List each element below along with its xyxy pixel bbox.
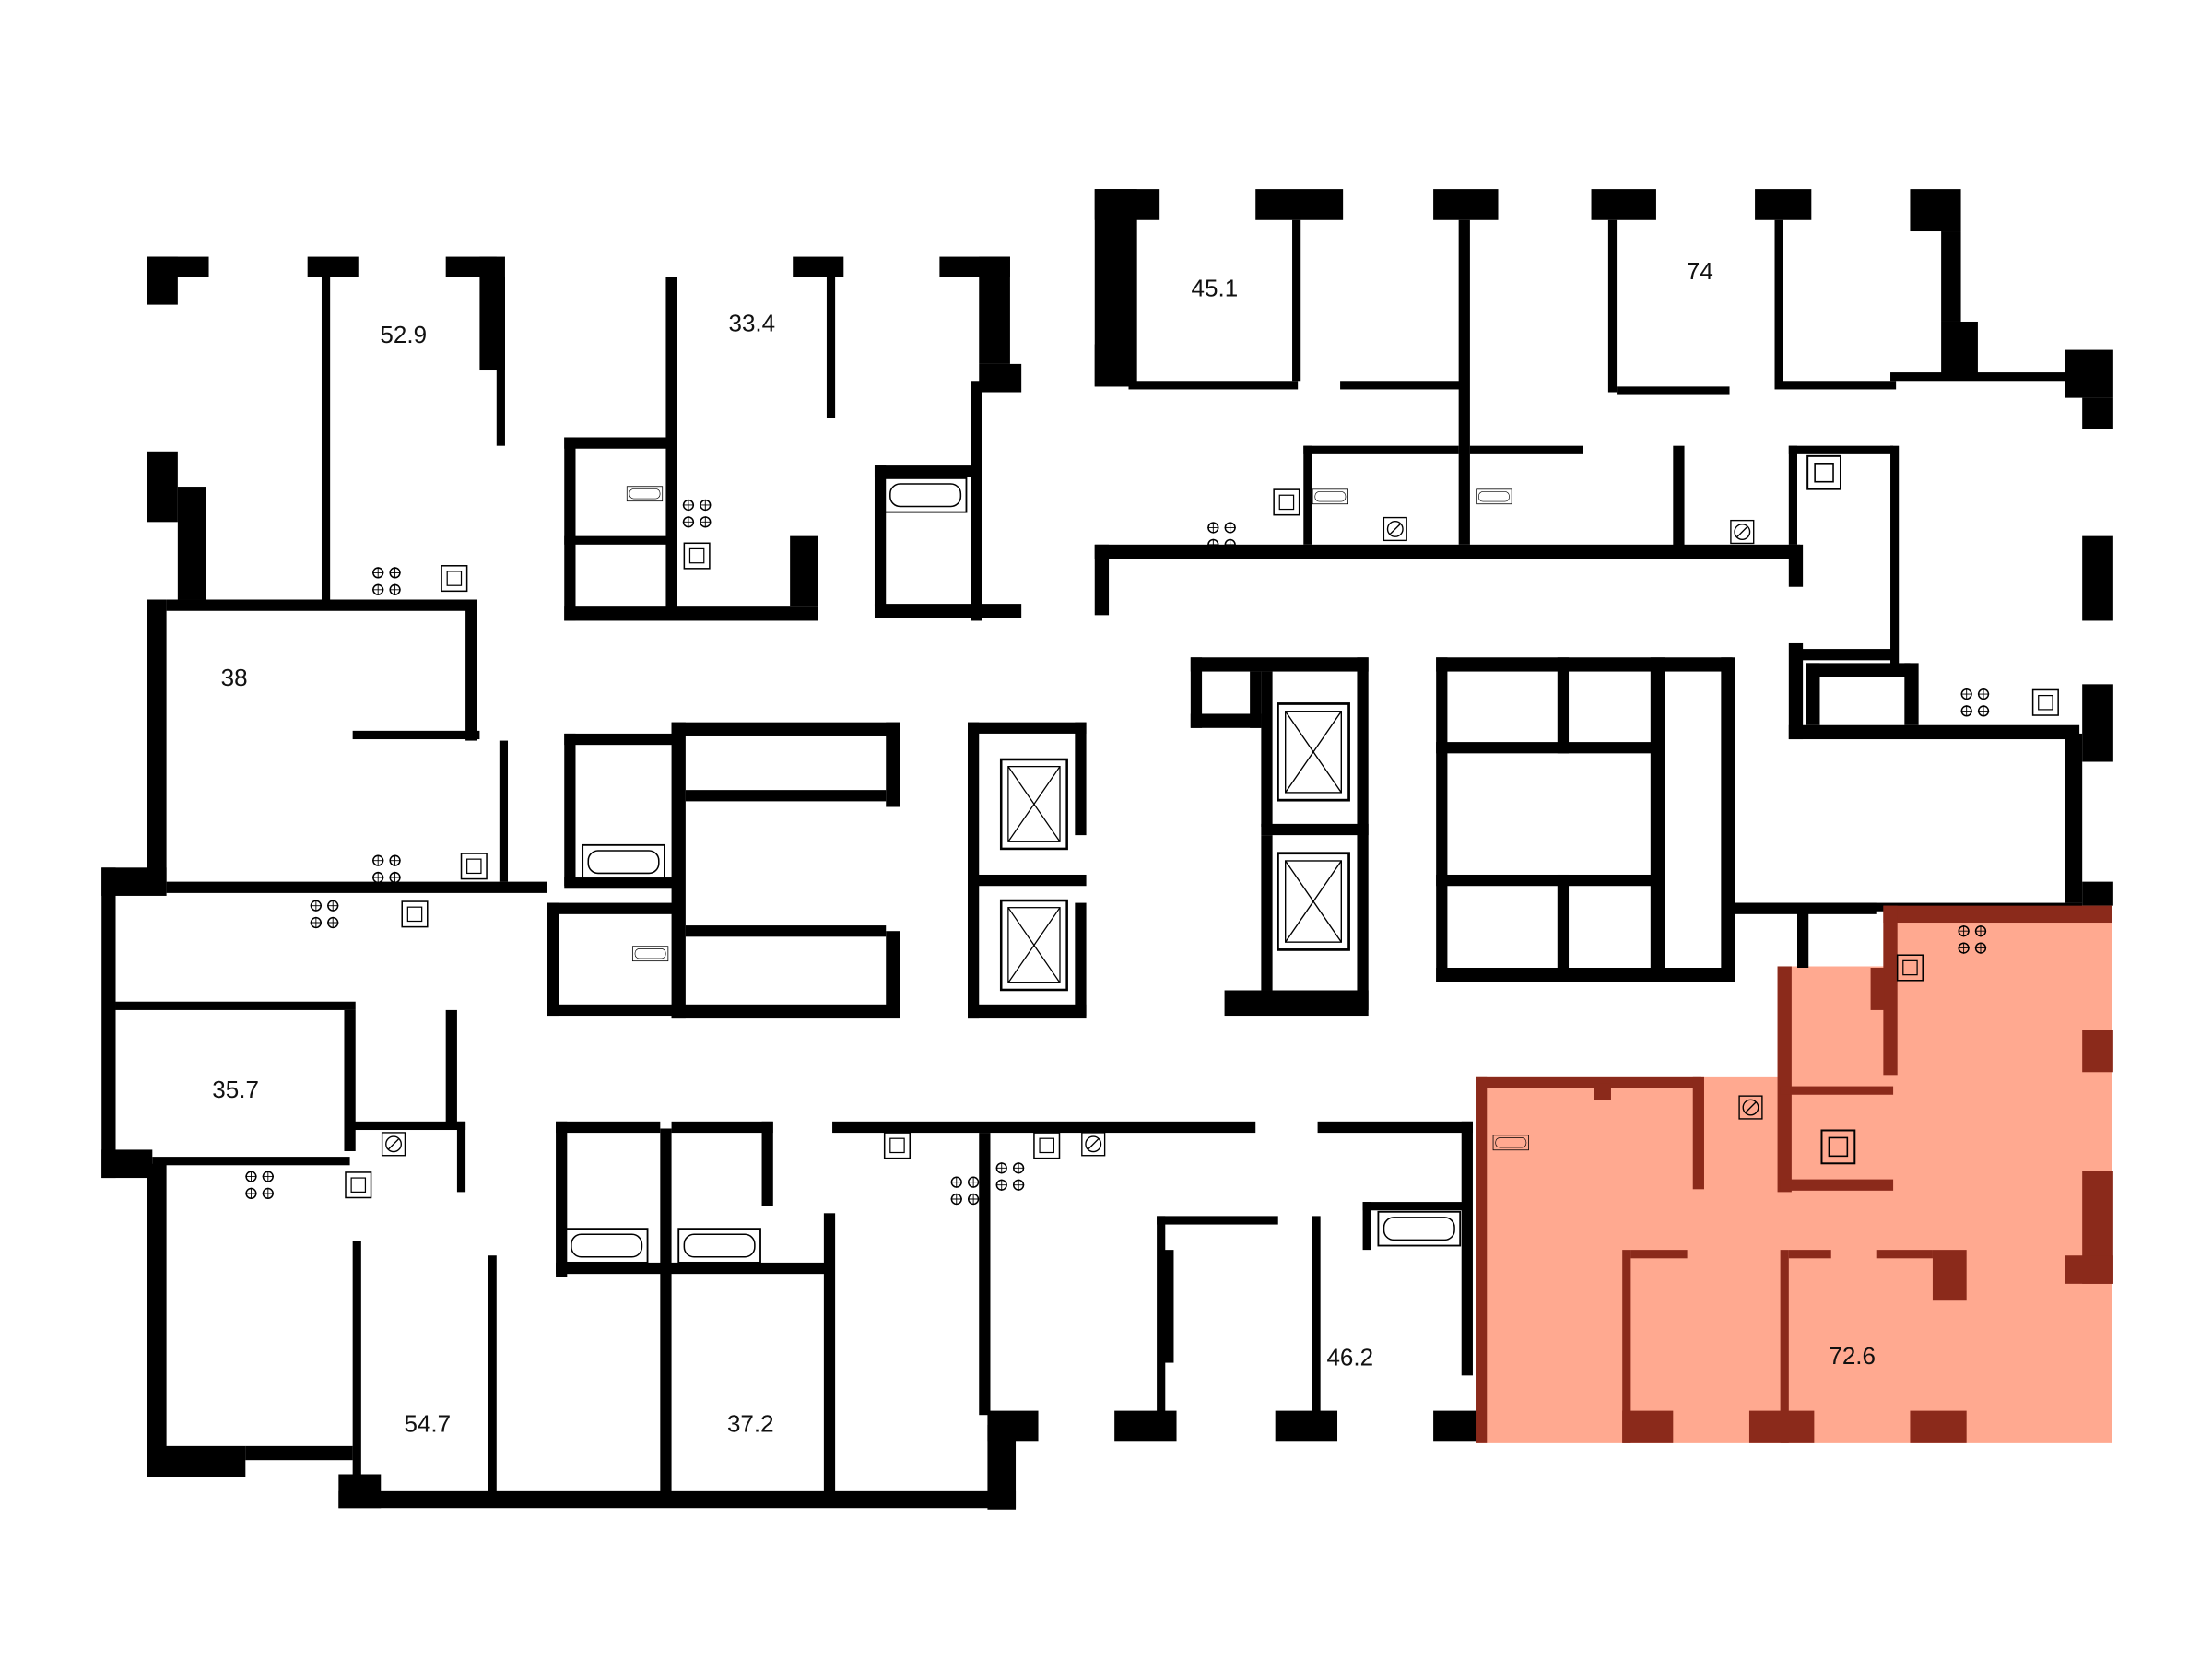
apartment-area-label: 74 — [1687, 257, 1713, 285]
apartment-area-label: 45.1 — [1192, 274, 1239, 301]
apartment-area-label: 54.7 — [404, 1410, 451, 1438]
apartment-area-label: 52.9 — [380, 321, 427, 348]
apartment-area-label: 37.2 — [727, 1410, 774, 1438]
apartment-area-label: 46.2 — [1326, 1344, 1373, 1371]
walls — [101, 189, 2113, 1510]
apartment-area-label: 35.7 — [212, 1076, 259, 1103]
apartment-area-label: 72.6 — [1829, 1342, 1876, 1370]
apartment-area-label: 33.4 — [728, 310, 775, 337]
highlighted-walls — [1476, 905, 2113, 1443]
highlighted-apartment-72-6[interactable] — [1476, 905, 2112, 1443]
apartment-area-label: 38 — [221, 664, 248, 691]
area-labels: 52.9 33.4 45.1 74 38 35.7 54.7 37.2 46.2… — [212, 257, 1876, 1438]
